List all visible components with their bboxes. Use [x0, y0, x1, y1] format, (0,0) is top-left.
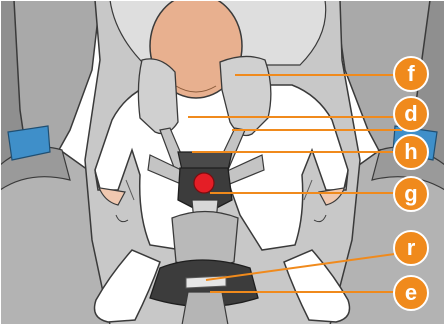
svg-text:d: d — [404, 101, 417, 126]
svg-text:r: r — [407, 235, 416, 260]
svg-text:f: f — [407, 61, 415, 86]
release-button — [194, 173, 214, 193]
svg-text:e: e — [405, 280, 417, 305]
callout-f: f — [394, 57, 428, 91]
callout-e: e — [394, 276, 428, 310]
callout-d: d — [394, 97, 428, 131]
callout-h: h — [394, 135, 428, 169]
chest-clip — [178, 152, 232, 170]
svg-text:g: g — [404, 181, 417, 206]
callout-r: r — [394, 231, 428, 265]
callout-g: g — [394, 177, 428, 211]
svg-text:h: h — [404, 139, 417, 164]
